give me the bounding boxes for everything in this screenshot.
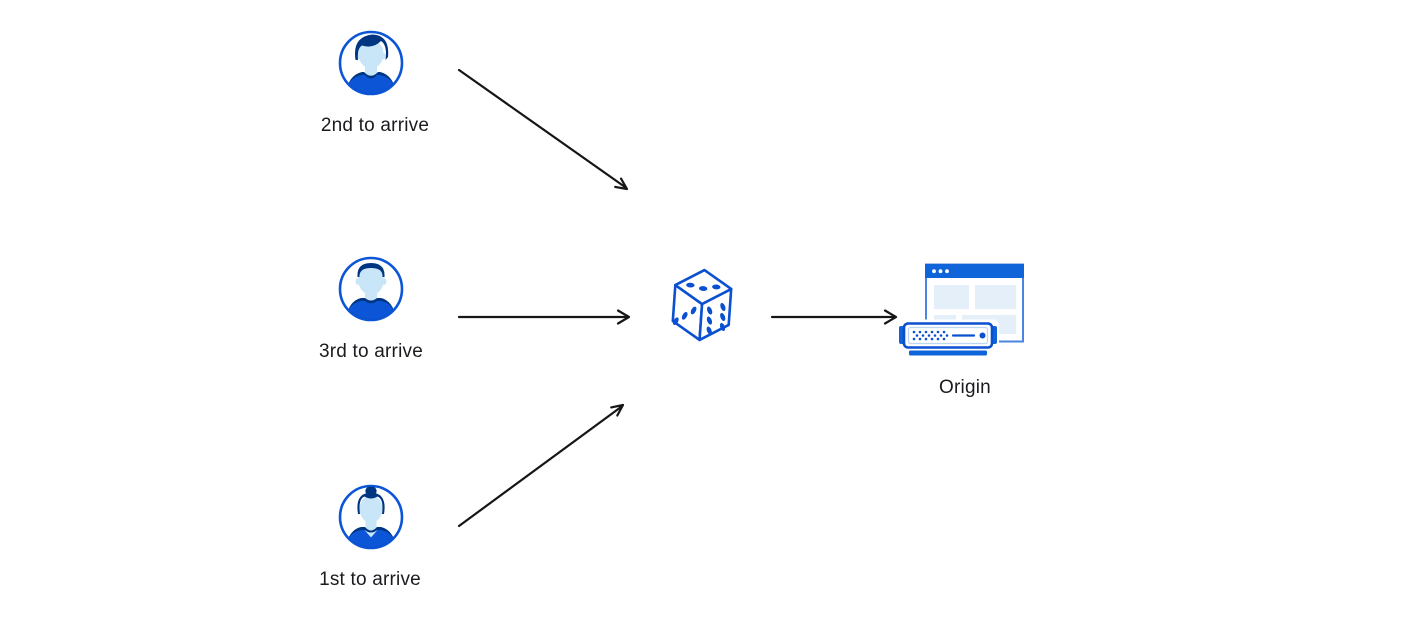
user-label-2nd-to-arrive: 2nd to arrive (320, 115, 430, 136)
arrow-dice-to-origin (770, 309, 898, 325)
user-node-1st-to-arrive (338, 484, 404, 550)
dice-icon (671, 268, 733, 342)
dice-node (667, 264, 737, 348)
user-label-3rd-to-arrive: 3rd to arrive (319, 341, 423, 362)
origin-browser-server-icon (897, 263, 1024, 356)
origin-node (896, 263, 1028, 363)
user-node-3rd-to-arrive (338, 256, 404, 322)
arrow-user3-to-dice (457, 309, 631, 325)
user-node-2nd-to-arrive (338, 30, 404, 96)
woman-bun-avatar-icon (338, 484, 404, 550)
man-short-hair-avatar-icon (338, 256, 404, 322)
origin-label: Origin (939, 377, 991, 398)
user-label-1st-to-arrive: 1st to arrive (319, 569, 421, 590)
arrow-user1-to-dice (457, 403, 625, 528)
arrow-user2-to-dice (457, 68, 629, 191)
man-swept-hair-avatar-icon (338, 30, 404, 96)
